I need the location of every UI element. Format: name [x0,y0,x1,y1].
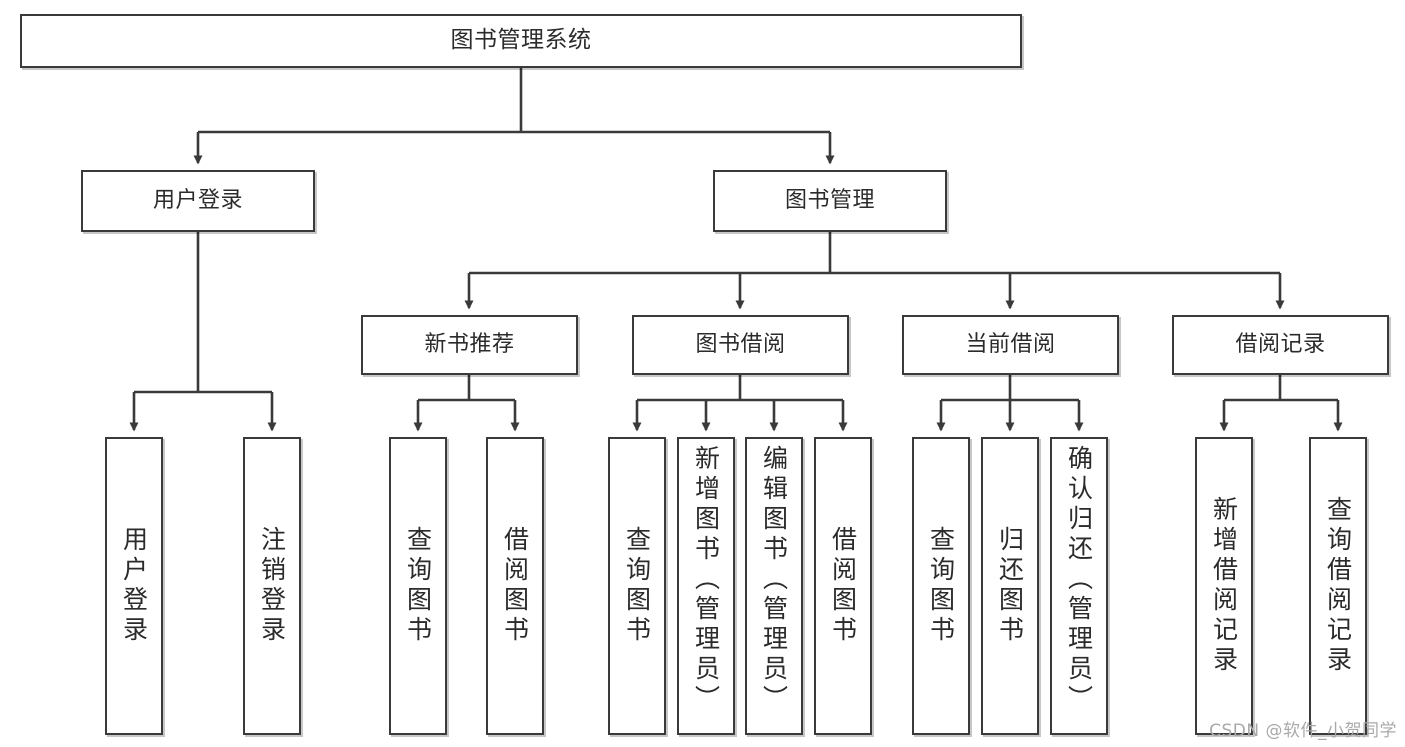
node-label: 查询借阅记录 [1323,496,1353,676]
node-label: 图书管理系统 [450,27,592,54]
node-label: 图书借阅 [695,332,786,358]
node-label: 新书推荐 [424,332,515,358]
node-user-login[interactable]: 用户登录 [81,170,315,232]
node-borrowing-records[interactable]: 借阅记录 [1172,315,1389,375]
leaf-new-book-borrow-books[interactable]: 借阅图书 [486,437,544,735]
node-label: 新增图书（管理员） [691,445,721,715]
node-label: 借阅图书 [500,526,530,646]
leaf-book-borrow-query-books[interactable]: 查询图书 [608,437,666,735]
leaf-new-book-query-books[interactable]: 查询图书 [389,437,447,735]
leaf-current-borrow-return-books[interactable]: 归还图书 [981,437,1039,735]
leaf-borrow-records-add-record[interactable]: 新增借阅记录 [1195,437,1253,735]
leaf-user-login-sign-out[interactable]: 注销登录 [243,437,301,735]
node-label: 新增借阅记录 [1209,496,1239,676]
node-label: 当前借阅 [965,332,1056,358]
node-label: 确认归还（管理员） [1064,445,1094,715]
node-label: 查询图书 [926,526,956,646]
leaf-current-borrow-query-books[interactable]: 查询图书 [912,437,970,735]
csdn-watermark: CSDN @软件_小贺同学 [1209,721,1397,741]
leaf-book-borrow-add-book-admin[interactable]: 新增图书（管理员） [677,437,735,735]
leaf-book-borrow-borrow-books[interactable]: 借阅图书 [814,437,872,735]
node-current-borrowing[interactable]: 当前借阅 [902,315,1119,375]
node-label: 借阅图书 [828,526,858,646]
node-book-borrowing[interactable]: 图书借阅 [632,315,849,375]
leaf-borrow-records-query-record[interactable]: 查询借阅记录 [1309,437,1367,735]
node-label: 编辑图书（管理员） [759,445,789,715]
node-label: 图书管理 [784,188,875,214]
leaf-user-login-sign-in[interactable]: 用户登录 [105,437,163,735]
node-label: 注销登录 [257,526,287,646]
node-label: 用户登录 [152,188,243,214]
node-label: 查询图书 [622,526,652,646]
node-label: 查询图书 [403,526,433,646]
leaf-book-borrow-edit-book-admin[interactable]: 编辑图书（管理员） [745,437,803,735]
node-new-book-recommendation[interactable]: 新书推荐 [361,315,578,375]
node-label: 归还图书 [995,526,1025,646]
node-root-library-management-system[interactable]: 图书管理系统 [20,14,1022,68]
node-book-management[interactable]: 图书管理 [713,170,947,232]
node-label: 用户登录 [119,526,149,646]
leaf-current-borrow-confirm-return-admin[interactable]: 确认归还（管理员） [1050,437,1108,735]
node-label: 借阅记录 [1235,332,1326,358]
